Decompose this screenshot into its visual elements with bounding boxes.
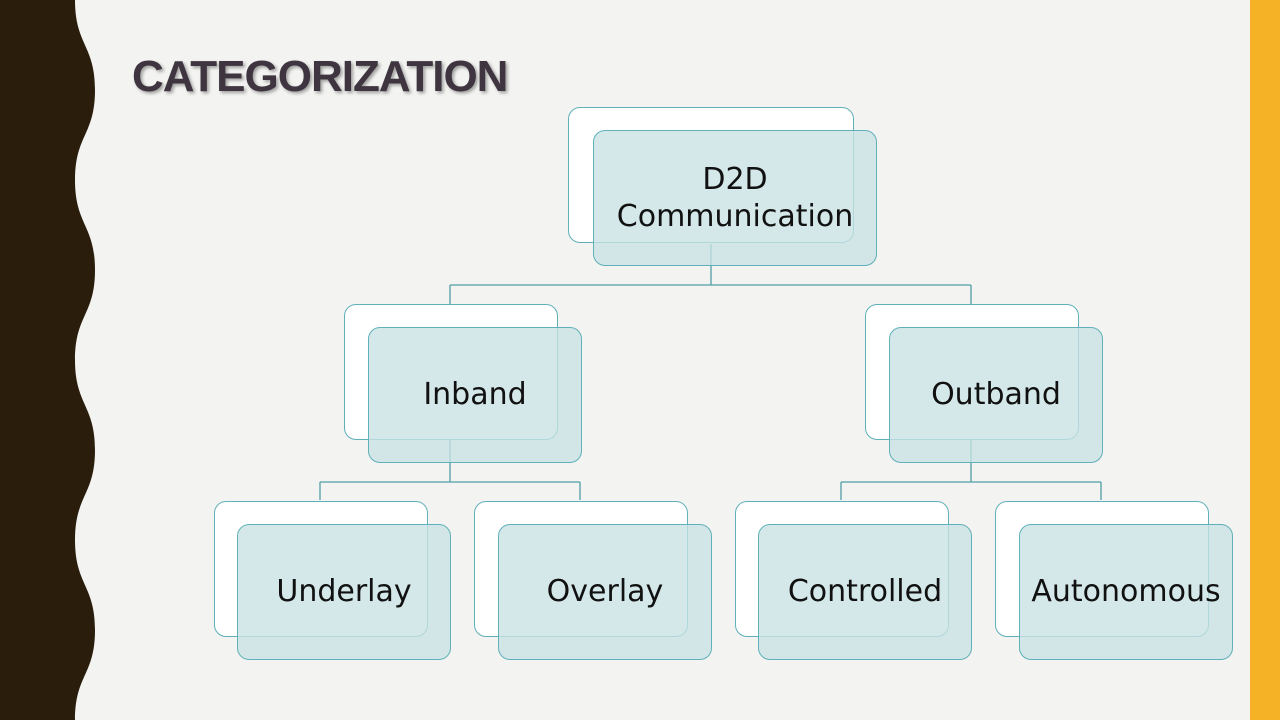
node-label: D2D Communication — [593, 130, 877, 266]
node-label: Underlay — [237, 524, 451, 660]
node-label: Overlay — [498, 524, 712, 660]
left-wave-band — [0, 0, 95, 720]
node-label: Inband — [368, 327, 582, 463]
slide-title: CATEGORIZATION — [132, 52, 508, 101]
node-label: Autonomous — [1019, 524, 1233, 660]
right-accent-bar — [1250, 0, 1280, 720]
node-label: Outband — [889, 327, 1103, 463]
node-label: Controlled — [758, 524, 972, 660]
